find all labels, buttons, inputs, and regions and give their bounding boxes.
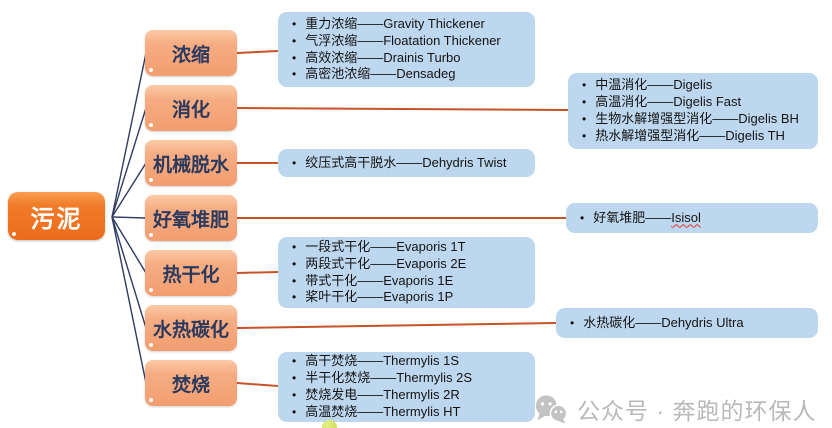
partial-emoji-dot xyxy=(322,420,337,428)
branch-label: 水热碳化 xyxy=(152,319,229,341)
branch-list-line xyxy=(236,271,279,274)
list-item: 生物水解增强型消化——Digelis BH xyxy=(582,111,810,128)
root-branch-line xyxy=(111,216,147,329)
list-item: 热水解增强型消化——Digelis TH xyxy=(582,128,810,145)
root-branch-line xyxy=(111,107,147,218)
branch-label: 热干化 xyxy=(162,264,220,286)
list-item: 气浮浓缩——Floatation Thickener xyxy=(292,33,527,50)
root-node-sludge: 污泥 xyxy=(8,192,105,240)
list-item: 半干化焚烧——Thermylis 2S xyxy=(292,370,527,387)
branch-node-digestion: 消化 xyxy=(145,85,237,131)
list-item: 水热碳化——Dehydris Ultra xyxy=(570,315,810,332)
list-item: 桨叶干化——Evaporis 1P xyxy=(292,289,527,306)
branch-node-hydrothermal-carbonization: 水热碳化 xyxy=(145,305,237,351)
list-item: 一段式干化——Evaporis 1T xyxy=(292,239,527,256)
product-list-aerobic-composting: 好氧堆肥——Isisol xyxy=(566,203,818,233)
branch-list-line xyxy=(236,382,279,387)
branch-list-line xyxy=(236,322,557,329)
watermark: 公众号 · 奔跑的环保人 xyxy=(534,392,816,426)
branch-list-line xyxy=(236,50,279,54)
root-branch-line xyxy=(111,52,147,218)
list-item: 带式干化——Evaporis 1E xyxy=(292,273,527,290)
branch-node-incineration: 焚烧 xyxy=(145,360,237,406)
branch-node-aerobic-composting: 好氧堆肥 xyxy=(145,195,237,241)
list-item: 高干焚烧——Thermylis 1S xyxy=(292,353,527,370)
list-item: 高温消化——Digelis Fast xyxy=(582,94,810,111)
product-list-digestion: 中温消化——Digelis 高温消化——Digelis Fast 生物水解增强型… xyxy=(568,73,818,149)
branch-list-line xyxy=(236,107,569,111)
wechat-icon xyxy=(535,394,568,424)
branch-label: 消化 xyxy=(171,99,210,121)
branch-label: 浓缩 xyxy=(171,44,210,66)
root-branch-line xyxy=(111,216,147,219)
list-item: 两段式干化——Evaporis 2E xyxy=(292,256,527,273)
branch-node-thickening: 浓缩 xyxy=(145,30,237,76)
list-item: 焚烧发电——Thermylis 2R xyxy=(292,387,527,404)
spellcheck-underlined-word: Isisol xyxy=(671,209,701,225)
product-list-incineration: 高干焚烧——Thermylis 1S 半干化焚烧——Thermylis 2S 焚… xyxy=(278,352,535,422)
list-item: 高温焚烧——Thermylis HT xyxy=(292,404,527,421)
root-branch-line xyxy=(111,216,147,274)
root-branch-line xyxy=(111,162,147,218)
watermark-text: 公众号 · 奔跑的环保人 xyxy=(577,398,817,424)
list-item: 绞压式高干脱水——Dehydris Twist xyxy=(292,155,527,172)
branch-label: 好氧堆肥 xyxy=(152,209,229,231)
product-list-thermal-drying: 一段式干化——Evaporis 1T 两段式干化——Evaporis 2E 带式… xyxy=(278,237,535,308)
list-item: 高效浓缩——Drainis Turbo xyxy=(292,50,527,67)
branch-label: 机械脱水 xyxy=(152,154,229,176)
product-list-thickening: 重力浓缩——Gravity Thickener 气浮浓缩——Floatation… xyxy=(278,12,535,87)
root-branch-line xyxy=(111,216,147,384)
product-list-hydrothermal-carbonization: 水热碳化——Dehydris Ultra xyxy=(556,308,818,338)
list-item: 高密池浓缩——Densadeg xyxy=(292,66,527,83)
branch-node-mechanical-dewatering: 机械脱水 xyxy=(145,140,237,186)
list-item: 中温消化——Digelis xyxy=(582,77,810,94)
list-item: 好氧堆肥——Isisol xyxy=(580,210,810,227)
branch-node-thermal-drying: 热干化 xyxy=(145,250,237,296)
list-item: 重力浓缩——Gravity Thickener xyxy=(292,16,527,33)
product-list-mechanical-dewatering: 绞压式高干脱水——Dehydris Twist xyxy=(278,149,535,177)
root-label: 污泥 xyxy=(30,205,83,233)
branch-label: 焚烧 xyxy=(171,374,210,396)
